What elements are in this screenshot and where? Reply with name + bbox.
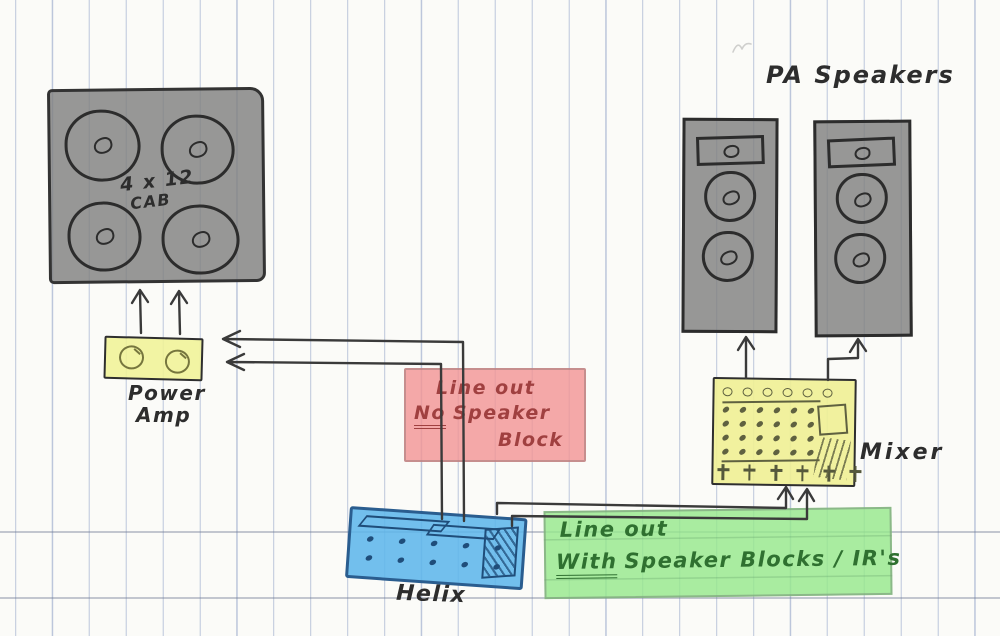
wire-amp-to-cab-left [130,288,150,335]
mixer-fader [747,464,751,481]
power-amp-box [103,335,204,382]
power-amp-label-line1: Power [128,381,206,405]
wire-mixer-to-pa-right [826,337,868,382]
power-amp-label-line2: Amp [136,403,192,427]
helix-box [344,506,528,591]
pa-speaker-right-box [813,119,913,338]
mixer-dot [738,433,747,442]
mixer-dot [806,434,815,443]
mixer-dot [738,405,747,414]
mixer-knob [742,387,753,397]
mixer-dot [806,448,815,457]
pa-speaker-left-box [681,117,779,334]
mixer-dot [789,434,798,443]
pa-speaker-cone [834,232,887,285]
mixer-dot [721,419,730,428]
mixer-knob [782,387,793,398]
mixer-dot [772,406,781,415]
helix-label: Helix [395,580,467,609]
mixer-fader [721,464,725,481]
power-amp-knob [164,349,191,374]
helix-footswitch-dot [461,541,471,550]
cab-speaker-circle [64,109,141,182]
annotation-with-line2-rest: Speaker Blocks / IR's [624,545,902,574]
mixer-fader [800,465,804,482]
mixer-screen-square [817,403,849,436]
helix-footswitch-dot [429,539,439,548]
mixer-dot [755,433,764,442]
mixer-dot [721,447,730,456]
mixer-dot [772,448,781,457]
mixer-knob [722,387,733,397]
mixer-dot-row [721,447,815,457]
mixer-panel-line [721,459,820,463]
mixer-knob [822,388,833,398]
helix-footswitch-dot [428,558,438,567]
underlined-word-no: No [414,402,446,429]
helix-footswitch-dot [366,535,375,543]
annotation-no-speaker-block: Line out No Speaker Block [404,368,586,462]
helix-footswitch-dot [396,556,406,564]
pa-speakers-label: PA Speakers [766,61,955,89]
mixer-box [711,377,857,487]
annotation-with-line1: Line out [559,516,669,542]
helix-footswitch-row [364,554,501,571]
mixer-dot [806,406,815,415]
pa-speaker-cone [835,172,888,225]
pa-speaker-horn [695,134,765,167]
mixer-dot [755,420,764,428]
annotation-no-line3: Block [498,429,564,451]
annotation-no-line2-rest: Speaker [452,402,551,424]
mixer-dot-row [721,433,815,443]
power-amp-label: Power Amp [128,382,206,426]
mixer-knob-row [722,387,833,398]
mixer-dot-row [721,405,815,415]
mixer-dot [738,419,747,428]
helix-footswitch-dot [460,560,469,569]
mixer-panel-line [722,400,821,404]
helix-expression-pedal [481,526,519,579]
pa-speaker-cone [701,230,754,283]
cab-speaker-circle [161,204,240,275]
mixer-fader-row [721,464,870,483]
mixer-dot [789,406,798,415]
mixer-dot-row [721,419,815,429]
mixer-dot [721,405,730,414]
mixer-dot [755,406,764,414]
mixer-dot [789,420,798,429]
cab-4x12-box: 4 x 12 CAB [46,86,267,285]
mixer-label: Mixer [860,440,945,465]
helix-footswitch-dot [364,554,374,562]
helix-footswitch-dot [397,537,407,546]
mixer-dot [738,447,747,456]
mixer-fader [774,464,778,481]
pa-speaker-horn [826,136,897,169]
mixer-dot [789,448,798,457]
mixer-dot [772,434,781,443]
wire-mixer-to-pa-left [736,335,756,380]
annotation-no-line1: Line out [436,377,536,399]
mixer-knob [762,387,773,397]
mixer-dot [755,447,764,456]
mixer-dot [772,420,781,429]
underlined-word-with: With [555,549,618,579]
pa-speaker-cone [704,170,757,223]
horizontal-rule-line [0,597,1000,599]
power-amp-knob [118,345,145,370]
mixer-knob [802,388,813,398]
mixer-fader [853,465,857,483]
annotation-no-line2: No Speaker [414,402,551,429]
mixer-hatch-lines [813,436,851,481]
mixer-dot [721,433,730,442]
mixer-dot [806,420,815,429]
wire-amp-to-cab-right [169,289,189,336]
stray-pencil-mark [732,42,752,53]
